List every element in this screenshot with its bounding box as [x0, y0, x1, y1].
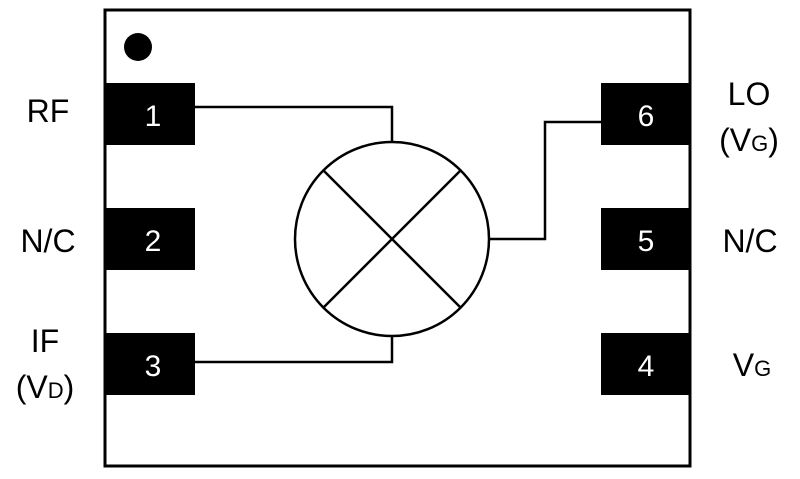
pin-3-label: IF: [31, 323, 59, 359]
pin-5-number: 5: [638, 225, 655, 258]
pin-3-sublabel: (VD): [16, 369, 75, 405]
lo-trace: [489, 120, 601, 241]
pin1-indicator-dot: [124, 33, 152, 61]
pin-3: [105, 333, 195, 395]
pin-3-number: 3: [145, 350, 162, 383]
mixer-cross-line: [322, 169, 462, 309]
pin-6: [601, 83, 691, 145]
rf-trace: [195, 105, 394, 142]
pin-1: [105, 83, 195, 145]
pin-4-number: 4: [638, 350, 655, 383]
pin-4-label: VG: [733, 347, 771, 383]
pin-5: [601, 208, 691, 270]
pin-2: [105, 208, 195, 270]
pin-2-number: 2: [145, 225, 162, 258]
pin-5-label: N/C: [722, 223, 777, 259]
pin-1-label: RF: [27, 93, 70, 129]
pin-6-label: LO: [728, 76, 771, 112]
if-trace: [195, 336, 394, 364]
pin-1-number: 1: [145, 100, 162, 133]
pin-6-sublabel: (VG): [719, 122, 779, 158]
pin-6-number: 6: [638, 100, 655, 133]
pin-4: [601, 333, 691, 395]
pin-2-label: N/C: [20, 223, 75, 259]
